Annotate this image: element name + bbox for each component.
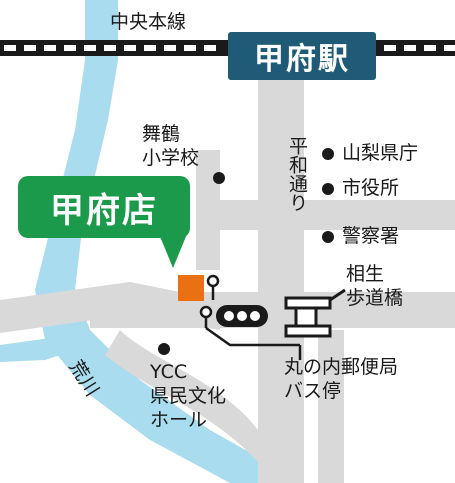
rail-tie xyxy=(204,45,216,51)
river-branch xyxy=(0,338,75,362)
school-marker xyxy=(213,172,225,184)
rail-tie xyxy=(44,45,56,51)
bridge-symbol xyxy=(284,288,346,338)
school-label-line2: 小学校 xyxy=(142,147,200,169)
rail-tie xyxy=(444,45,455,51)
road-curve xyxy=(105,330,258,462)
branch-callout: 甲府店 xyxy=(18,176,190,270)
branch-label: 甲府店 xyxy=(18,176,190,238)
station-badge: 甲府駅 xyxy=(228,32,376,80)
road-east-upper xyxy=(200,200,455,230)
ycc-hall-label-line3: ホール xyxy=(150,409,208,431)
rail-tie xyxy=(64,45,76,51)
heiwa-dori-road xyxy=(258,70,304,483)
rail-tie xyxy=(424,45,436,51)
bridge-label-line2: 歩道橋 xyxy=(346,287,404,309)
prefectural-office-marker xyxy=(322,148,334,160)
bus-pill-dot xyxy=(250,311,260,321)
rail-tie xyxy=(4,45,16,51)
rail-tie xyxy=(144,45,156,51)
rail-tie xyxy=(404,45,416,51)
road-north-west xyxy=(196,150,220,270)
river-channel xyxy=(35,0,290,483)
bus-pill-dot xyxy=(224,311,234,321)
rail-tie xyxy=(164,45,176,51)
store-marker xyxy=(178,275,204,301)
school-label-line1: 舞鶴 xyxy=(142,123,181,145)
bus-stop-symbol xyxy=(199,274,302,360)
bus-stop-label-line2: バス停 xyxy=(284,380,342,402)
ycc-hall-label-line2: 県民文化 xyxy=(150,385,227,407)
bus-pill-dot xyxy=(237,311,247,321)
police-marker xyxy=(322,231,334,243)
road-network xyxy=(0,70,455,483)
ycc-hall-marker xyxy=(158,343,170,355)
bus-stop-pill xyxy=(216,305,268,327)
police-label: 警察署 xyxy=(342,225,400,247)
road-diagonal xyxy=(0,282,220,333)
callout-pointer xyxy=(159,234,187,268)
prefectural-office-label: 山梨県庁 xyxy=(342,142,419,164)
rail-tie xyxy=(384,45,396,51)
city-hall-marker xyxy=(322,183,334,195)
rail-tie xyxy=(184,45,196,51)
rail-tie xyxy=(84,45,96,51)
rail-tie xyxy=(124,45,136,51)
ycc-hall-label-line1: YCC xyxy=(150,361,188,383)
rail-tie xyxy=(24,45,36,51)
city-hall-label: 市役所 xyxy=(342,177,400,199)
road-south xyxy=(318,330,344,483)
bus-stop-label-line1: 丸の内郵便局 xyxy=(284,356,399,378)
heiwa-dori-label: 平和通り xyxy=(286,136,308,212)
rail-line-label: 中央本線 xyxy=(110,11,187,33)
bridge-label-line1: 相生 xyxy=(346,263,385,285)
rail-tie xyxy=(104,45,116,51)
